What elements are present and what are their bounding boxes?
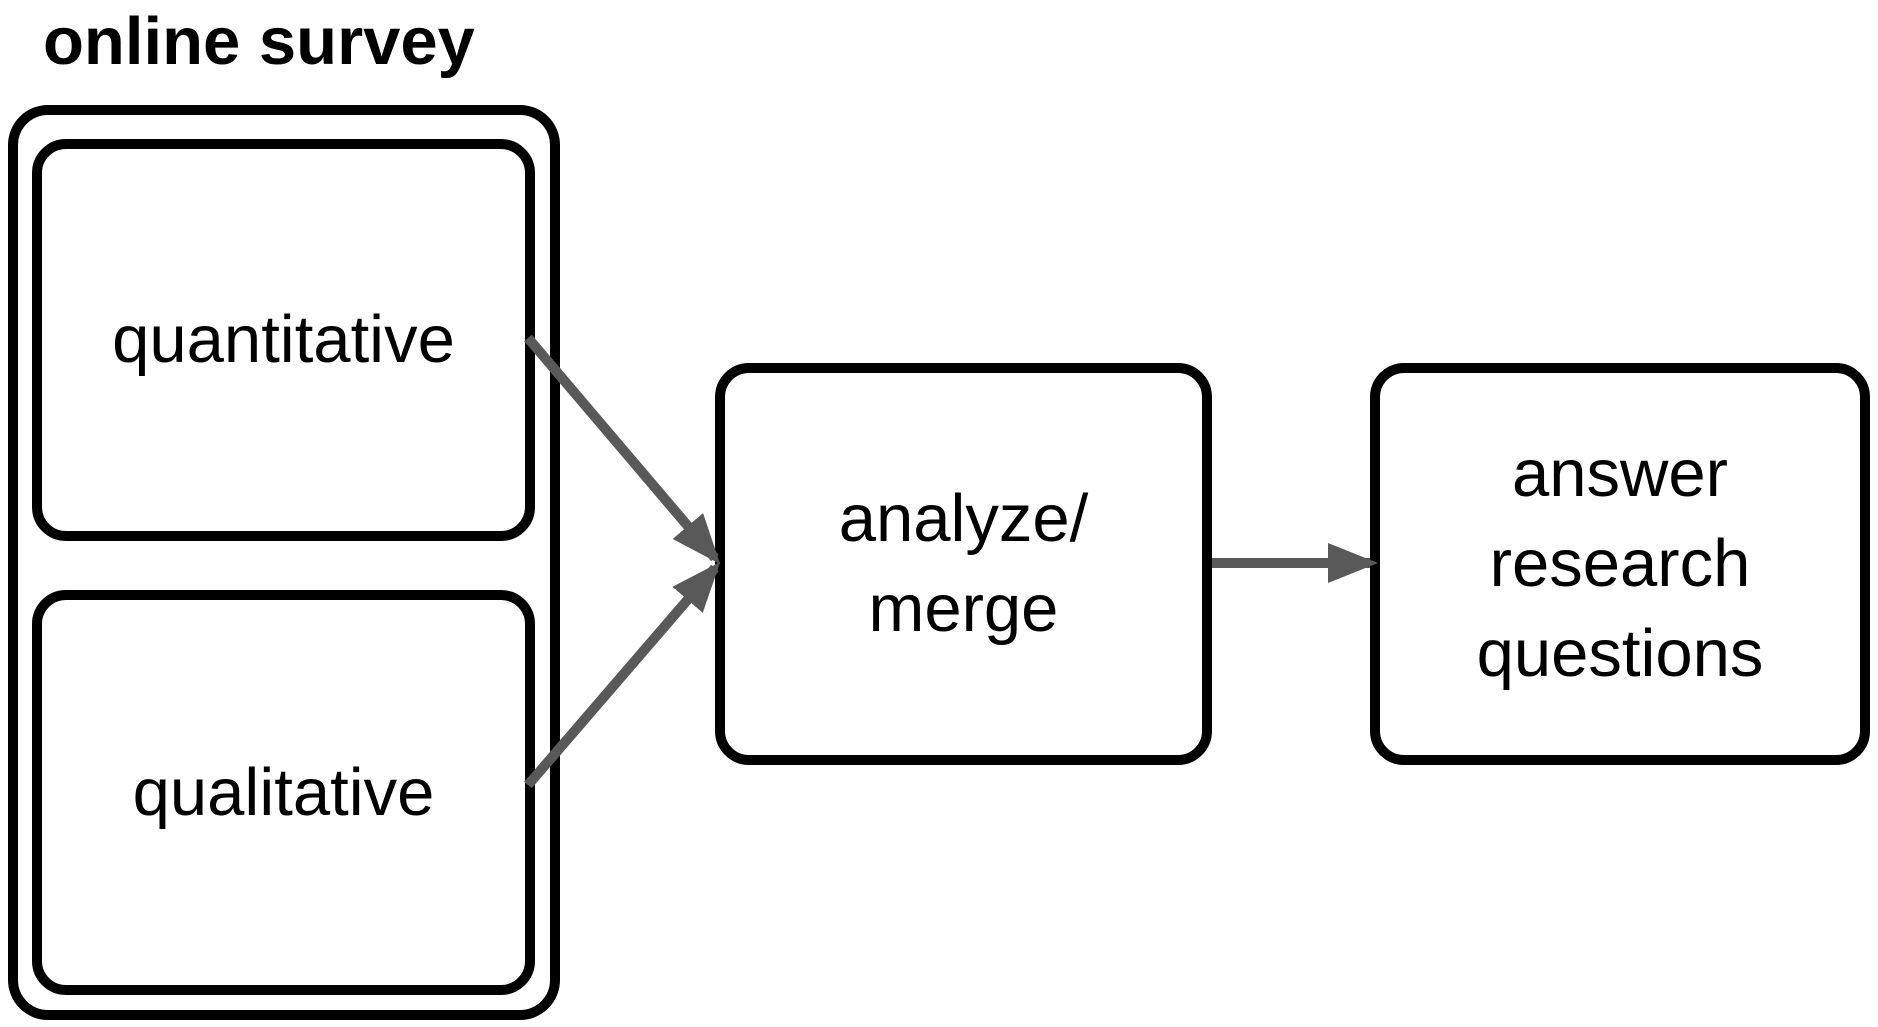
qualitative-label: qualitative xyxy=(132,754,435,830)
online-survey-group xyxy=(8,105,560,1020)
quantitative-label: quantitative xyxy=(112,302,455,377)
quantitative-box: quantitative xyxy=(32,139,535,541)
answer-research-questions-label: answer research questions xyxy=(1476,436,1764,691)
analyze-merge-box: analyze/ merge xyxy=(715,363,1212,765)
qualitative-box: qualitative xyxy=(32,590,535,995)
survey-group-title: online survey xyxy=(43,4,475,79)
answer-research-questions-box: answer research questions xyxy=(1370,363,1870,765)
analyze-merge-label: analyze/ merge xyxy=(838,481,1089,646)
